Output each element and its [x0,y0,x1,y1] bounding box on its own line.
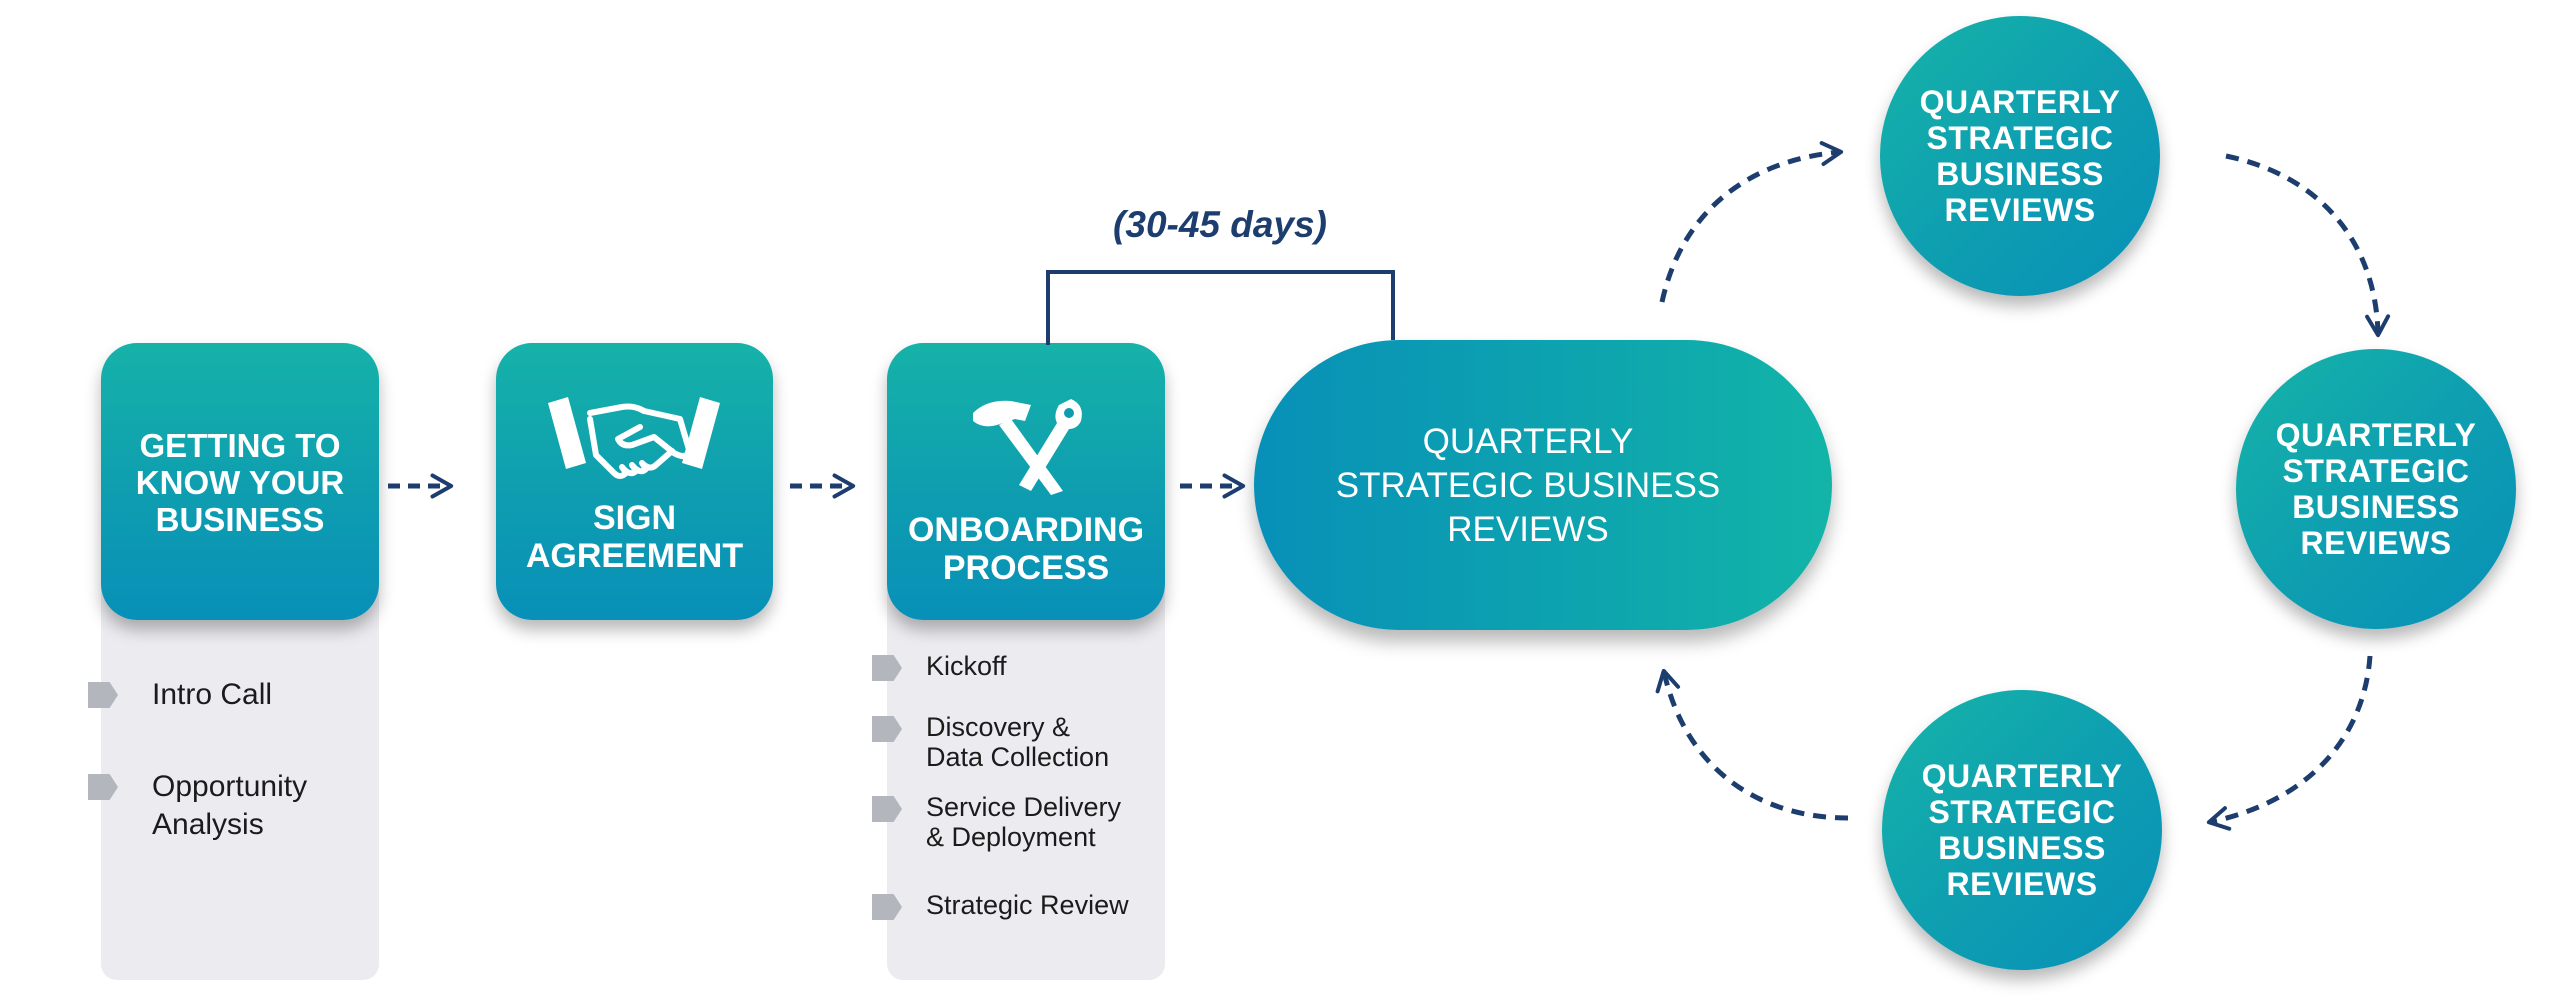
step2-label: SIGN AGREEMENT [525,499,744,575]
list-item: Service Delivery & Deployment [872,792,1121,852]
arrow-qbr-to-top-circle [1659,141,1844,303]
duration-bracket [1046,270,1395,345]
step3-label: ONBOARDING PROCESS [907,511,1145,587]
qbr-cycle-circle-top: QUARTERLY STRATEGIC BUSINESS REVIEWS [1880,16,2160,296]
qbr-cycle-circle-bottom: QUARTERLY STRATEGIC BUSINESS REVIEWS [1882,690,2162,970]
step3-details-panel [887,560,1165,980]
qbr-cycle-circle-right: QUARTERLY STRATEGIC BUSINESS REVIEWS [2236,349,2516,629]
step-getting-to-know-your-business: GETTING TO KNOW YOUR BUSINESS [101,343,379,620]
qbr-main-label: QUARTERLY STRATEGIC BUSINESS REVIEWS [1335,422,1721,549]
list-item: Kickoff [872,651,1007,681]
step-sign-agreement: SIGN AGREEMENT [496,343,773,620]
arrow-right-to-bottom-circle [2206,655,2373,831]
handshake-icon [548,397,720,479]
step1-details-panel [101,560,379,980]
list-item: Opportunity Analysis [88,768,307,844]
qbr-main-pill: QUARTERLY STRATEGIC BUSINESS REVIEWS [1254,340,1832,630]
arrow-top-to-right-circle [2225,153,2391,338]
step1-label: GETTING TO KNOW YOUR BUSINESS [135,427,345,538]
list-item: Discovery & Data Collection [872,712,1109,772]
duration-label: (30-45 days) [1113,204,1327,245]
list-item: Strategic Review [872,890,1129,920]
arrow-bottom-to-qbr [1655,668,1849,821]
step-onboarding-process: ONBOARDING PROCESS [887,343,1165,620]
list-item: Intro Call [88,676,272,714]
hammer-wrench-icon [973,399,1082,495]
